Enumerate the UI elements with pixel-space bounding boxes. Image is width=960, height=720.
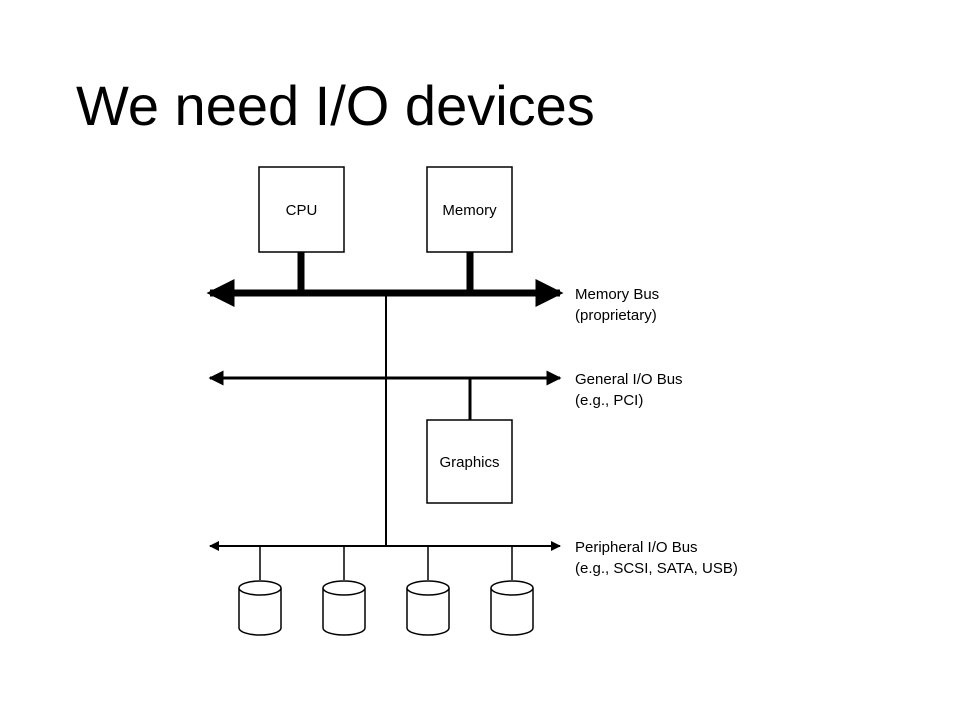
cpu-box: CPU <box>258 166 345 253</box>
graphics-box: Graphics <box>426 419 513 504</box>
memory-bus-detail: (proprietary) <box>575 307 657 324</box>
general-io-bus-detail: (e.g., PCI) <box>575 392 643 409</box>
memory-box: Memory <box>426 166 513 253</box>
disk-1-group <box>238 546 282 636</box>
disk-1-icon <box>238 588 282 636</box>
disk-4-top <box>490 580 534 596</box>
disk-4-group <box>490 546 534 636</box>
memory-label: Memory <box>442 202 497 219</box>
peripheral-io-bus-name: Peripheral I/O Bus <box>575 539 698 556</box>
slide-title: We need I/O devices <box>76 74 595 137</box>
disk-3-top <box>406 580 450 596</box>
disk-3-icon <box>406 588 450 636</box>
disk-2-group <box>322 546 366 636</box>
disk-2-icon <box>322 588 366 636</box>
disk-3-group <box>406 546 450 636</box>
disk-1-top <box>238 580 282 596</box>
memory-bus-name: Memory Bus <box>575 286 659 303</box>
disk-2-top <box>322 580 366 596</box>
graphics-label: Graphics <box>439 454 499 471</box>
peripheral-io-bus-detail: (e.g., SCSI, SATA, USB) <box>575 560 738 577</box>
disk-4-icon <box>490 588 534 636</box>
general-io-bus-name: General I/O Bus <box>575 371 683 388</box>
cpu-label: CPU <box>286 202 318 219</box>
